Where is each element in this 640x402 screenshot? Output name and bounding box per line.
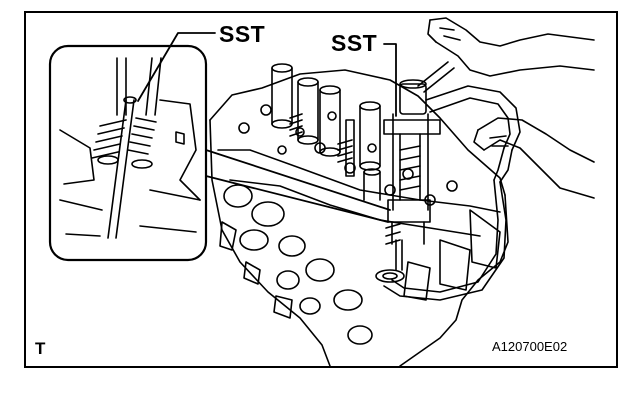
corner-mark: T [35, 339, 46, 358]
valve-lifters [271, 63, 381, 201]
inset-detail [48, 44, 391, 262]
sst-callout-right: SST [331, 30, 378, 56]
figure-code: A120700E02 [492, 339, 568, 354]
valve-spring-compressor [375, 61, 521, 301]
sst-callout-left: SST [219, 21, 266, 47]
technician-hands [427, 17, 595, 199]
cylinder-head [209, 69, 509, 367]
leader-lines [137, 32, 397, 117]
